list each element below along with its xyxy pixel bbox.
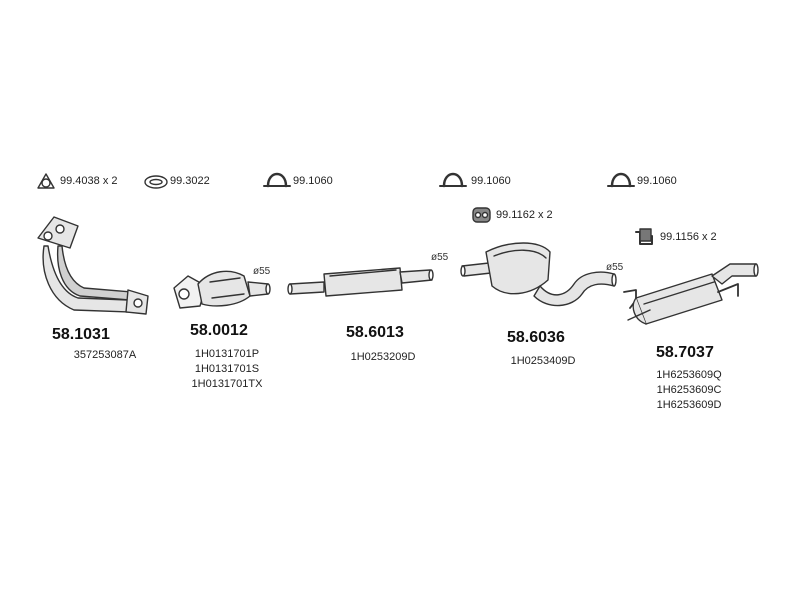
oem-number: 1H0131701TX xyxy=(191,378,263,390)
accessory-code: 99.1162 x 2 xyxy=(496,209,553,221)
front-pipe-icon xyxy=(37,216,149,315)
oem-list: 1H0253209D xyxy=(328,350,438,365)
oem-number: 1H0253209D xyxy=(350,351,416,363)
oval-gasket-icon xyxy=(144,175,168,189)
oem-list: 357253087A xyxy=(50,348,160,363)
oem-list: 1H0253409D xyxy=(488,354,598,369)
middle-silencer-icon xyxy=(460,242,617,307)
rubber-hanger-icon xyxy=(472,207,491,223)
oem-number: 1H0253409D xyxy=(510,355,576,367)
part-number: 58.0012 xyxy=(190,322,248,339)
accessory-code: 99.1060 xyxy=(293,175,333,187)
accessory-code: 99.3022 xyxy=(170,175,210,187)
clamp-icon xyxy=(607,172,635,188)
oem-number: 1H6253609Q xyxy=(656,369,722,381)
diameter-label: ø55 xyxy=(606,262,624,273)
accessory-code: 99.4038 x 2 xyxy=(60,175,118,187)
accessory-code: 99.1060 xyxy=(637,175,677,187)
ring-gasket-icon xyxy=(37,173,55,189)
rear-silencer-icon xyxy=(623,263,759,325)
oem-list: 1H0131701P 1H0131701S 1H0131701TX xyxy=(172,347,282,392)
diameter-label: ø55 xyxy=(431,252,449,263)
oem-number: 1H0131701S xyxy=(194,363,260,375)
accessory-code: 99.1060 xyxy=(471,175,511,187)
front-silencer-icon xyxy=(287,267,434,297)
part-number: 58.6013 xyxy=(346,324,404,341)
oem-number: 1H6253609C xyxy=(656,384,722,396)
clamp-icon xyxy=(439,172,467,188)
catalytic-converter-icon xyxy=(173,270,271,309)
diameter-label: ø55 xyxy=(253,266,271,277)
bracket-hanger-icon xyxy=(635,228,653,245)
oem-number: 1H0131701P xyxy=(194,348,260,360)
accessory-code: 99.1156 x 2 xyxy=(660,231,717,243)
part-number: 58.1031 xyxy=(52,326,110,343)
oem-list: 1H6253609Q 1H6253609C 1H6253609D xyxy=(634,368,744,413)
oem-number: 1H6253609D xyxy=(656,399,722,411)
oem-number: 357253087A xyxy=(73,349,137,361)
part-number: 58.6036 xyxy=(507,329,565,346)
part-number: 58.7037 xyxy=(656,344,714,361)
clamp-icon xyxy=(263,172,291,188)
